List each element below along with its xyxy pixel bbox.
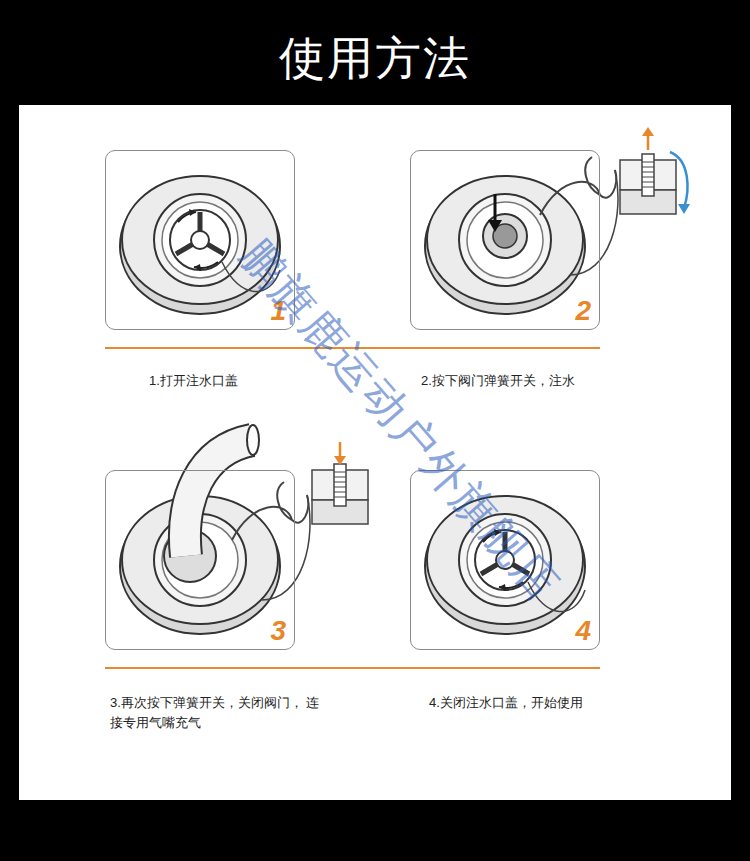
step-caption: 2.按下阀门弹簧开关，注水 bbox=[421, 371, 575, 391]
step-caption: 3.再次按下弹簧开关，关闭阀门， 连接专用气嘴充气 bbox=[110, 693, 322, 733]
step-panel: 33.再次按下弹簧开关，关闭阀门， 连接专用气嘴充气 bbox=[105, 470, 295, 650]
step-panel: 22.按下阀门弹簧开关，注水 bbox=[410, 150, 600, 330]
callout-number: 3 bbox=[270, 615, 286, 647]
page-title: 使用方法 bbox=[0, 28, 750, 88]
callout-number: 4 bbox=[575, 615, 591, 647]
callout-number: 2 bbox=[575, 295, 591, 327]
step-caption: 1.打开注水口盖 bbox=[149, 371, 238, 391]
step-caption: 4.关闭注水口盖，开始使用 bbox=[429, 693, 583, 713]
